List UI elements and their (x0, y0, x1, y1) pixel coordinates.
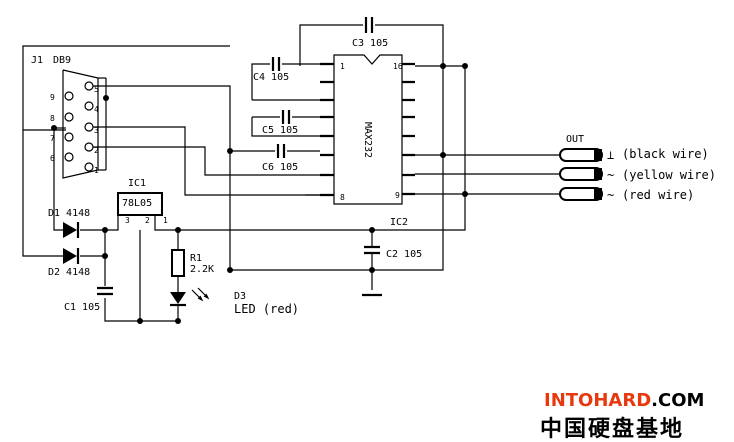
regulator-part: 78L05 (122, 198, 152, 209)
regulator-pin: 3 (125, 216, 130, 225)
led-ref: D3 (234, 291, 246, 302)
output-plug-black: ⊥ (black wire) (559, 147, 709, 162)
capacitor-c5: C5 105 (262, 110, 298, 136)
ic-ref: IC2 (390, 217, 408, 228)
pin-label: 2 (94, 146, 99, 155)
wire-label: (yellow wire) (622, 168, 716, 182)
pin-label: 8 (50, 114, 55, 123)
led-d3: D3 LED (red) (170, 287, 299, 316)
wire-label: (red wire) (622, 188, 694, 202)
wire-symbol: ⊥ (607, 148, 614, 162)
capacitor-c2: C2 105 (364, 245, 422, 260)
output-plug-red: ~ (red wire) (559, 187, 694, 202)
db9-pin-7 (64, 132, 74, 142)
pin-label: 7 (50, 134, 55, 143)
capacitor-c1: C1 105 (64, 286, 113, 313)
db9-pin-9 (64, 91, 74, 101)
d2-label: D2 4148 (48, 267, 90, 278)
capacitor-c3: C3 105 (352, 17, 388, 49)
connector-type: DB9 (53, 55, 71, 66)
ic-pin-1: 1 (340, 62, 345, 71)
r1-ref: R1 (190, 253, 202, 264)
ic-pin-8: 8 (340, 193, 345, 202)
wires (22, 24, 560, 324)
ic-pin-16: 16 (393, 62, 403, 71)
wire-label: (black wire) (622, 147, 709, 161)
brand-watermark: INTOHARD.COM 中国硬盘基地 (540, 390, 704, 442)
db9-pin-4 (84, 101, 94, 111)
d1-label: D1 4148 (48, 208, 90, 219)
db9-pin-1 (84, 162, 94, 172)
db9-pin-6 (64, 152, 74, 162)
regulator-78l05: IC1 78L05 3 2 1 (117, 178, 168, 225)
brand-chinese-name: 中国硬盘基地 (540, 416, 684, 442)
diode-d1: D1 4148 (48, 208, 90, 238)
pin-label: 6 (50, 154, 55, 163)
output-label: OUT (566, 134, 584, 145)
c3-label: C3 105 (352, 38, 388, 49)
pin-label: 3 (94, 126, 99, 135)
c1-label: C1 105 (64, 302, 100, 313)
c6-label: C6 105 (262, 162, 298, 173)
connector-ref: J1 (31, 55, 43, 66)
r1-value: 2.2K (190, 264, 214, 275)
c4-label: C4 105 (253, 72, 289, 83)
led-desc: LED (red) (234, 302, 299, 316)
pin-label: 9 (50, 93, 55, 102)
wire-symbol: ~ (607, 188, 614, 202)
regulator-pin: 1 (163, 216, 168, 225)
wire-symbol: ~ (607, 168, 614, 182)
db9-pin-3 (84, 122, 94, 132)
resistor-r1: R1 2.2K (171, 249, 214, 277)
output-section: OUT ⊥ (black wire) ~ (yellow wire) ~ (re… (559, 134, 716, 202)
db9-pin-2 (84, 142, 94, 152)
c2-label: C2 105 (386, 249, 422, 260)
regulator-ref: IC1 (128, 178, 146, 189)
diode-d2: D2 4148 (48, 248, 90, 278)
pin-label: 1 (94, 166, 99, 175)
regulator-pin: 2 (145, 216, 150, 225)
capacitor-c4: C4 105 (253, 57, 289, 83)
db9-pin-8 (64, 112, 74, 122)
ic-name: MAX232 (362, 122, 373, 158)
db9-pin-5 (84, 81, 94, 91)
output-plug-yellow: ~ (yellow wire) (559, 167, 716, 182)
ic-pin-9: 9 (395, 191, 400, 200)
db9-connector: J1 DB9 5 9 4 8 3 7 2 6 1 (31, 55, 107, 179)
pin-label: 5 (94, 85, 99, 94)
capacitor-c6: C6 105 (262, 144, 298, 173)
c5-label: C5 105 (262, 125, 298, 136)
pin-label: 4 (94, 105, 99, 114)
max232-chip: 1 8 16 9 MAX232 IC2 (320, 54, 415, 228)
brand-name: INTOHARD.COM (544, 390, 704, 411)
